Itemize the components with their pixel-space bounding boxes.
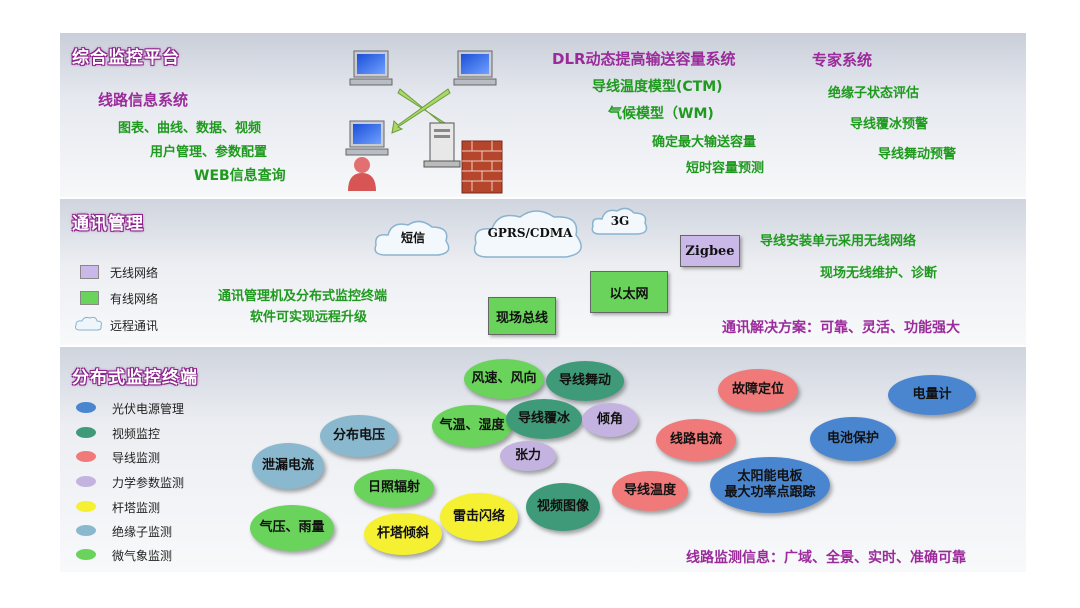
icing-bubble: 导线覆冰 [506, 399, 582, 439]
mech-legend-label: 力学参数监测 [112, 476, 185, 490]
dlr-item: 短时容量预测 [686, 161, 765, 176]
terminals-panel: 分布式监控终端 光伏电源管理 视频监控 导线监测 力学参数监测 杆塔监测 绝缘子… [60, 347, 1026, 572]
cloud-legend-icon [75, 316, 102, 331]
line-info-item: 图表、曲线、数据、视频 [118, 121, 262, 136]
line-info-item: 用户管理、参数配置 [150, 145, 268, 160]
tilt-bubble: 倾角 [582, 403, 638, 437]
tower-legend-label: 杆塔监测 [112, 501, 161, 515]
monitoring-platform-panel: 综合监控平台 线路信息系统 图表、曲线、数据、视频 用户管理、参数配置 WEB信… [60, 33, 1026, 197]
battery-bubble: 电池保护 [810, 417, 896, 461]
network-illustration [345, 50, 503, 194]
dist-voltage-bubble: 分布电压 [320, 415, 398, 457]
line-info-item: WEB信息查询 [194, 168, 286, 184]
server-icon [423, 122, 461, 168]
dlr-item: 气候模型（WM) [608, 106, 714, 122]
remote-comm-legend-label: 远程通讯 [110, 319, 159, 333]
expert-item: 导线舞动预警 [878, 147, 957, 162]
weather-legend-swatch [76, 549, 96, 560]
mech-legend-swatch [76, 476, 96, 487]
comm-title: 通讯管理 [72, 214, 144, 234]
firewall-icon [461, 140, 503, 194]
terminals-summary: 线路监测信息：广域、全景、实时、准确可靠 [686, 550, 966, 566]
expert-title: 专家系统 [812, 51, 873, 69]
sms-label: 短信 [400, 230, 425, 245]
leak-current-bubble: 泄漏电流 [252, 443, 324, 489]
comm-left-text: 通讯管理机及分布式监控终端 [218, 289, 388, 304]
solar-label-line2: 最大功率点跟踪 [724, 485, 816, 500]
ethernet-box: 以太网 [590, 271, 668, 313]
dlr-title: DLR动态提高输送容量系统 [552, 50, 736, 68]
3g-label: 3G [610, 214, 630, 228]
sms-cloud: 短信 [372, 215, 454, 259]
solar-bubble: 太阳能电板 最大功率点跟踪 [710, 457, 830, 513]
video-image-bubble: 视频图像 [526, 483, 600, 531]
wire-legend-swatch [76, 451, 96, 462]
video-legend-swatch [76, 427, 96, 438]
expert-item: 导线覆冰预警 [850, 117, 929, 132]
computer-icon [349, 50, 393, 86]
lightning-bubble: 雷击闪络 [440, 493, 518, 541]
gallop-bubble: 导线舞动 [546, 361, 624, 401]
insulator-legend-swatch [76, 525, 96, 536]
tower-tilt-bubble: 杆塔倾斜 [364, 513, 442, 555]
insulator-legend-label: 绝缘子监测 [112, 525, 173, 539]
pressure-rain-bubble: 气压、雨量 [250, 505, 334, 551]
wireless-legend-label: 无线网络 [110, 266, 159, 280]
fault-location-bubble: 故障定位 [718, 369, 798, 411]
computer-icon [345, 120, 389, 156]
line-current-bubble: 线路电流 [656, 419, 736, 461]
comm-right-text: 导线安装单元采用无线网络 [760, 234, 917, 249]
3g-cloud: 3G [590, 205, 650, 237]
comm-right-text: 现场无线维护、诊断 [820, 266, 938, 281]
wire-legend-label: 导线监测 [112, 451, 161, 465]
monitoring-title: 综合监控平台 [72, 48, 180, 68]
video-legend-label: 视频监控 [112, 427, 161, 441]
expert-item: 绝缘子状态评估 [828, 86, 920, 101]
tension-bubble: 张力 [500, 441, 556, 471]
cond-temp-bubble: 导线温度 [612, 471, 688, 511]
wired-legend-swatch [80, 291, 99, 305]
wireless-legend-swatch [80, 265, 99, 279]
gprs-cdma-cloud: GPRS/CDMA [470, 205, 590, 261]
temp-humidity-bubble: 气温、湿度 [432, 405, 512, 447]
gprs-cdma-label: GPRS/CDMA [487, 226, 573, 240]
solar-label-line1: 太阳能电板 [737, 469, 803, 484]
dlr-item: 确定最大输送容量 [652, 135, 757, 150]
terminals-title: 分布式监控终端 [72, 368, 198, 388]
communication-panel: 通讯管理 无线网络 有线网络 远程通讯 通讯管理机及分布式监控终端 软件可实现远… [60, 199, 1026, 345]
line-info-title: 线路信息系统 [98, 91, 189, 109]
meter-bubble: 电量计 [888, 375, 976, 415]
sunshine-bubble: 日照辐射 [354, 469, 434, 507]
pv-legend-swatch [76, 402, 96, 413]
user-icon [348, 157, 376, 191]
tower-legend-swatch [76, 501, 96, 512]
computer-icon [453, 50, 497, 86]
pv-legend-label: 光伏电源管理 [112, 402, 185, 416]
zigbee-box: Zigbee [680, 235, 740, 267]
weather-legend-label: 微气象监测 [112, 549, 173, 563]
wired-legend-label: 有线网络 [110, 292, 159, 306]
dlr-item: 导线温度模型(CTM) [592, 79, 723, 95]
comm-summary: 通讯解决方案：可靠、灵活、功能强大 [722, 320, 960, 336]
wind-bubble: 风速、风向 [464, 359, 544, 399]
fieldbus-box: 现场总线 [488, 297, 556, 335]
comm-left-text: 软件可实现远程升级 [250, 310, 368, 325]
